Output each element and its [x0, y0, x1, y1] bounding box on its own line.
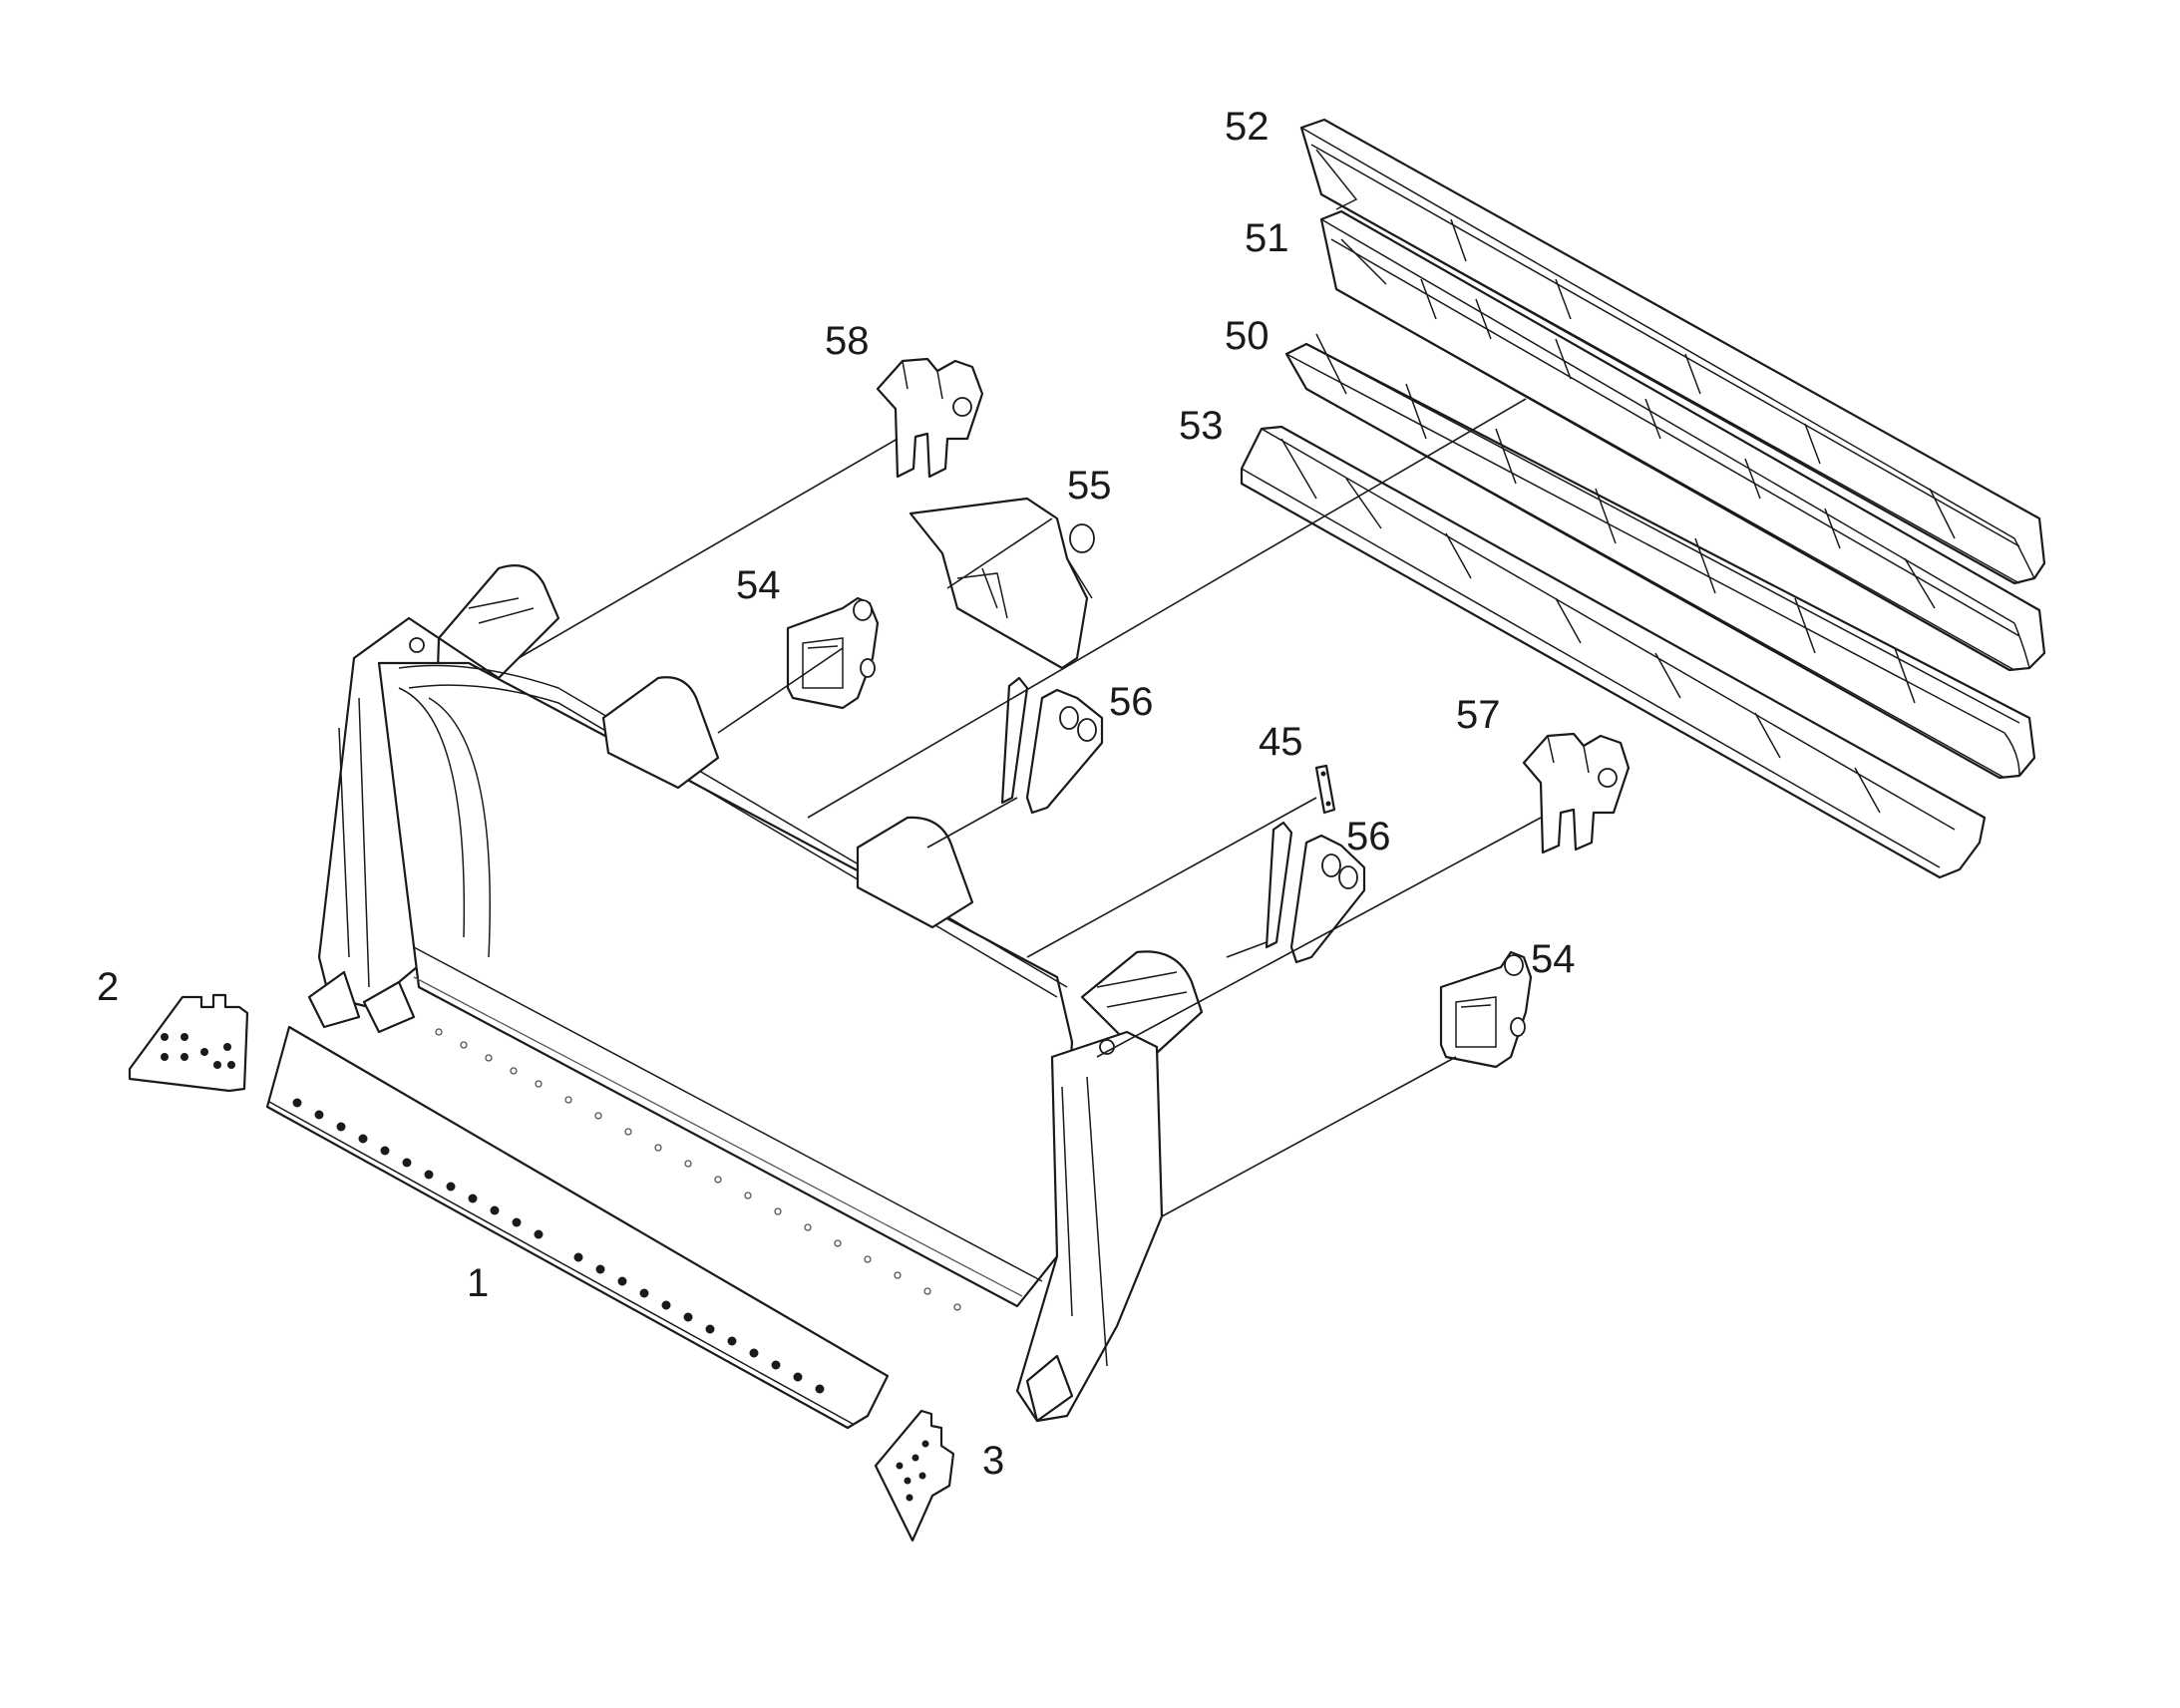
leader-lines [518, 398, 1542, 1217]
callout-labels: 1 2 3 45 50 51 52 53 54 54 55 56 56 57 5… [97, 105, 1576, 1483]
callout-45: 45 [1259, 720, 1303, 764]
cutting-edge-holes [292, 1098, 825, 1394]
callout-57: 57 [1456, 693, 1501, 737]
callout-2: 2 [97, 965, 119, 1009]
corner-plate-part-2 [128, 993, 249, 1093]
beam-part-52 [1299, 118, 2046, 585]
callout-54-lower: 54 [1531, 937, 1576, 981]
callout-58: 58 [825, 319, 870, 363]
corner-plate-part-3 [874, 1409, 955, 1542]
callout-54-upper: 54 [736, 563, 781, 607]
bracket-part-57 [1522, 732, 1631, 854]
beam-part-50 [1284, 333, 2036, 780]
beam-part-51 [1319, 209, 2046, 672]
cutting-edge-part-1 [265, 1025, 890, 1430]
lug-part-56-upper [1000, 676, 1104, 815]
lug-part-56-lower [1265, 821, 1366, 964]
callout-1: 1 [467, 1261, 489, 1305]
callout-50: 50 [1225, 314, 1270, 358]
callout-55: 55 [1067, 464, 1112, 508]
channel-part-53 [1240, 425, 1987, 879]
hinge-block-part-54-upper [786, 596, 880, 710]
callout-3: 3 [982, 1439, 1004, 1483]
bucket-body [307, 564, 1204, 1423]
callout-51: 51 [1245, 216, 1289, 260]
callout-56-lower: 56 [1346, 815, 1391, 858]
plate-part-55 [908, 497, 1095, 670]
callout-56-upper: 56 [1109, 680, 1154, 724]
callout-53: 53 [1179, 404, 1224, 448]
bucket-hole-row [435, 1028, 961, 1311]
hinge-block-part-54-lower [1439, 950, 1533, 1069]
callout-52: 52 [1225, 105, 1270, 149]
bracket-part-58 [876, 357, 984, 479]
shim-part-45 [1314, 764, 1336, 815]
